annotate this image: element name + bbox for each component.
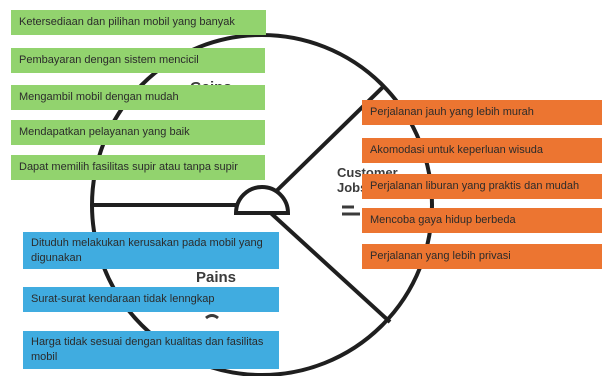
gain-item: Dapat memilih fasilitas supir atau tanpa… xyxy=(11,155,265,180)
job-item: Perjalanan yang lebih privasi xyxy=(362,244,602,269)
job-item: Mencoba gaya hidup berbeda xyxy=(362,208,602,233)
pain-item: Dituduh melakukan kerusakan pada mobil y… xyxy=(23,232,279,269)
job-item: Akomodasi untuk keperluan wisuda xyxy=(362,138,602,163)
gain-item: Pembayaran dengan sistem mencicil xyxy=(11,48,265,73)
pain-item: Harga tidak sesuai dengan kualitas dan f… xyxy=(23,331,279,369)
pain-item: Surat-surat kendaraan tidak lenngkap xyxy=(23,287,279,312)
center-face-icon xyxy=(233,185,291,215)
job-item: Perjalanan jauh yang lebih murah xyxy=(362,100,602,125)
job-item: Perjalanan liburan yang praktis dan muda… xyxy=(362,174,602,199)
divider-line-lower-right xyxy=(260,203,392,324)
gain-item: Mengambil mobil dengan mudah xyxy=(11,85,265,110)
gain-item: Mendapatkan pelayanan yang baik xyxy=(11,120,265,145)
pains-label: Pains xyxy=(196,269,237,286)
customer-jobs-label-line2: Jobs xyxy=(337,180,368,195)
pains-icon xyxy=(205,314,219,320)
gain-item: Ketersediaan dan pilihan mobil yang bany… xyxy=(11,10,266,35)
